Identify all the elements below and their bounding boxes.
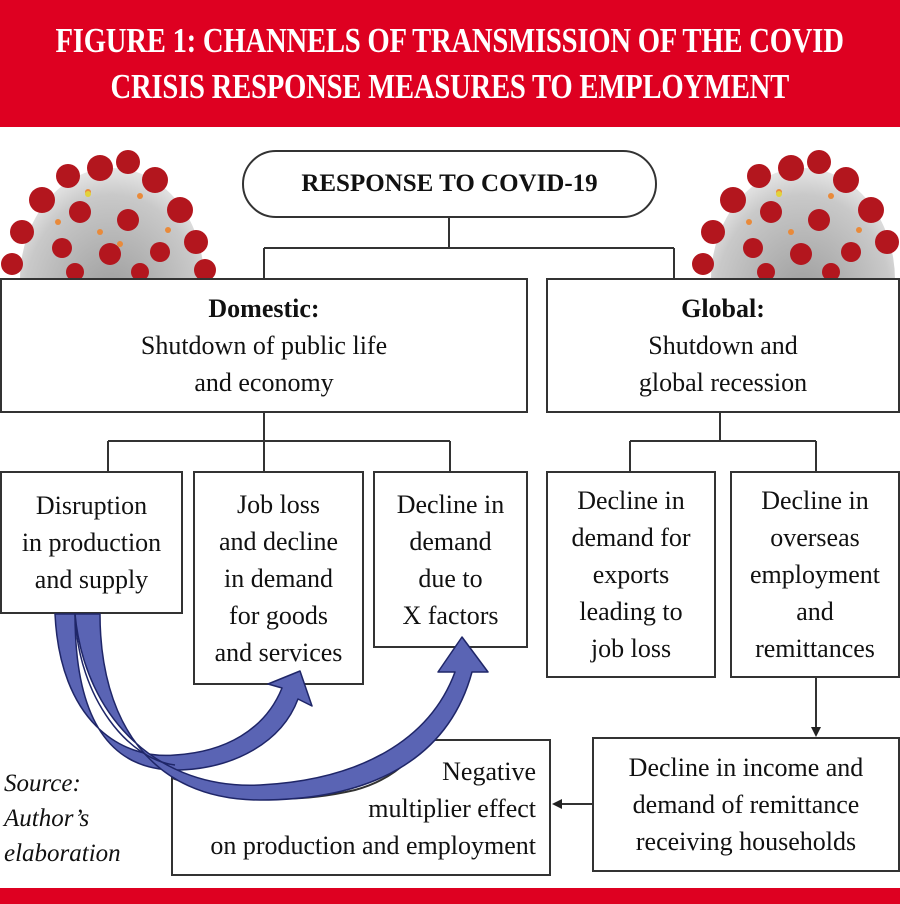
node-line: Disruption	[35, 491, 148, 520]
node-line: leading to	[579, 597, 683, 626]
overseas-employment-node: Decline in overseas employment and remit…	[730, 471, 900, 678]
node-line: in demand	[223, 563, 334, 593]
global-node: Global: Shutdown and global recession	[546, 278, 900, 413]
source-author: Author’s	[4, 805, 90, 832]
node-line: X factors	[402, 600, 499, 630]
node-line: Decline in income and	[628, 753, 864, 782]
domestic-line-2: and economy	[194, 368, 334, 397]
node-line: and services	[214, 637, 343, 667]
footer-bar	[0, 888, 900, 904]
node-line: in production	[21, 528, 162, 557]
arrowhead-down-icon	[811, 727, 821, 737]
node-line: demand of remittance	[632, 790, 860, 819]
source-label: Source:	[4, 770, 81, 797]
title-banner: FIGURE 1: CHANNELS OF TRANSMISSION OF TH…	[0, 0, 900, 127]
node-line: Decline in	[761, 486, 869, 515]
node-line: Decline in	[396, 489, 505, 519]
source-elaboration: elaboration	[4, 840, 121, 867]
negative-multiplier-node: Negative multiplier effect on production…	[172, 740, 550, 874]
coronavirus-icon-left	[0, 140, 220, 280]
node-line: and supply	[34, 565, 149, 594]
source-note: Source: Author’s elaboration	[4, 766, 121, 871]
income-decline-node: Decline in income and demand of remittan…	[592, 737, 900, 872]
root-label: RESPONSE TO COVID-19	[301, 170, 598, 197]
node-line: receiving households	[635, 827, 857, 856]
node-line: exports	[592, 560, 670, 589]
domestic-line-1: Shutdown of public life	[140, 331, 388, 360]
job-loss-demand-node: Job loss and decline in demand for goods…	[193, 471, 364, 685]
global-line-1: Shutdown and	[648, 331, 798, 360]
domestic-heading: Domestic:	[208, 294, 320, 323]
title-line-2: CRISIS RESPONSE MEASURES TO EMPLOYMENT	[110, 66, 790, 106]
title-line-1: FIGURE 1: CHANNELS OF TRANSMISSION OF TH…	[55, 20, 845, 60]
node-line: multiplier effect	[368, 794, 536, 823]
node-line: and	[796, 597, 834, 626]
node-line: Negative	[442, 757, 536, 786]
node-line: demand for	[571, 523, 691, 552]
node-line: employment	[750, 560, 880, 589]
node-line: remittances	[755, 634, 875, 663]
node-line: Job loss	[236, 489, 321, 519]
node-line: on production and employment	[210, 831, 536, 860]
x-factors-demand-node: Decline in demand due to X factors	[373, 471, 528, 648]
disruption-production-node: Disruption in production and supply	[0, 471, 183, 614]
global-line-2: global recession	[638, 368, 808, 397]
node-line: for goods	[229, 600, 328, 630]
global-heading: Global:	[681, 294, 765, 323]
arrowhead-left-icon	[552, 799, 562, 809]
node-line: Decline in	[577, 486, 685, 515]
node-line: demand	[409, 526, 492, 556]
domestic-node: Domestic: Shutdown of public life and ec…	[0, 278, 528, 413]
coronavirus-icon-right	[685, 140, 900, 280]
node-line: and decline	[218, 526, 339, 556]
node-line: job loss	[590, 634, 672, 663]
root-node-response-to-covid: RESPONSE TO COVID-19	[242, 150, 657, 218]
exports-demand-node: Decline in demand for exports leading to…	[546, 471, 716, 678]
node-line: due to	[418, 563, 483, 593]
node-line: overseas	[770, 523, 860, 552]
